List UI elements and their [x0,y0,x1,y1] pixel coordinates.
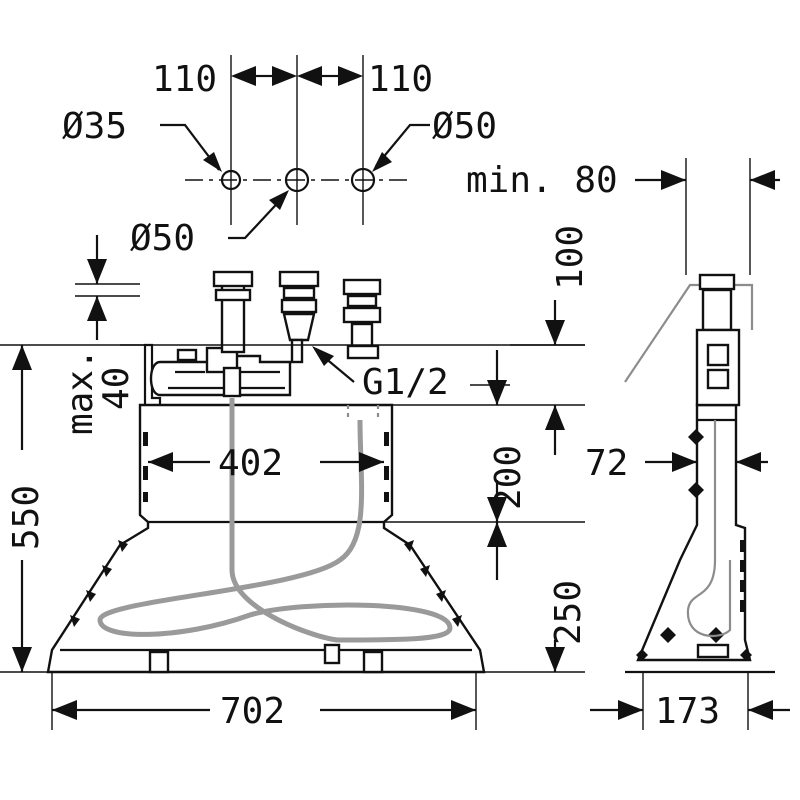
dim-550 [0,344,145,672]
dia-right-label: Ø50 [432,106,497,147]
hose [97,398,453,643]
side-view [624,273,775,674]
side-173-label: 173 [655,691,720,732]
dim-702 [51,672,477,730]
dim-max-40 [75,235,140,340]
height-200-label: 200 [488,445,529,510]
max-40-label-line2: 40 [96,367,137,410]
side-housing [636,403,752,662]
dim-173 [590,672,790,730]
hole-50-center-circle [284,167,310,193]
width-702-label: 702 [220,691,285,732]
width-402-label: 402 [218,443,283,484]
dim-250 [487,522,565,672]
hole-50-right-circle [350,167,376,193]
dia-center-label: Ø50 [130,218,195,259]
dim-402 [148,452,384,472]
side-72-label: 72 [585,443,628,484]
dim-100 [510,300,585,346]
dia-left-label: Ø35 [62,106,127,147]
hole-35-circle [220,169,242,191]
thread-label: G1/2 [362,362,449,403]
dim-200 [487,405,565,522]
height-100-label: 100 [550,225,591,290]
spacing-left-label: 110 [152,59,217,100]
dim-min-80 [635,158,780,275]
max-40-label-line1: max. [60,348,101,435]
hole-layout [160,55,430,240]
height-250-label: 250 [548,580,589,645]
dim-72 [645,452,768,472]
height-550-label: 550 [6,485,47,550]
min-80-label: min. 80 [466,160,618,201]
spacing-right-label: 110 [368,59,433,100]
dim-thread [312,346,510,405]
